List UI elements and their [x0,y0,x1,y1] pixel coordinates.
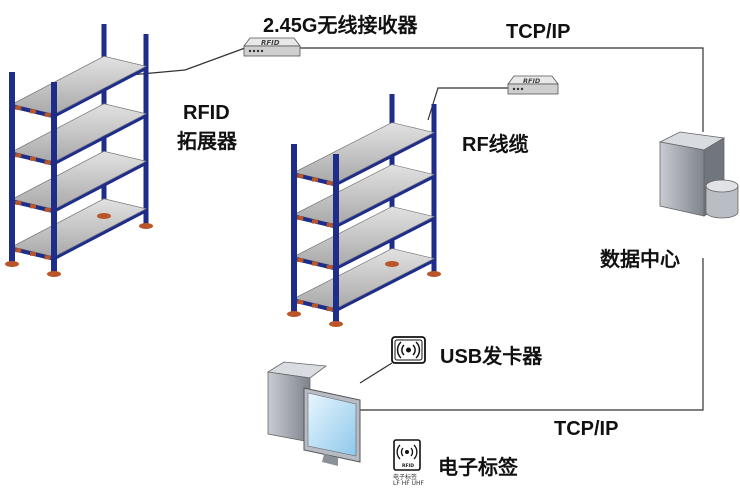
rack-clip [30,204,36,209]
data-center-server-icon [658,131,739,219]
wireless-receiver-device-2: RFID [507,75,559,95]
rack-clip [326,265,333,270]
rack-clip [15,153,22,158]
rack-clip [312,303,318,308]
rack-clip [44,255,51,260]
wireless-receiver-device: RFID [243,37,301,57]
rack-clip [30,156,36,161]
rack-clip [15,200,22,205]
rack-clip [326,223,333,228]
rack-clip [326,307,333,312]
receiver-badge-text: RFID [261,39,280,47]
receiver-2-badge-text: RFID [523,77,541,85]
rack-clip [297,216,304,221]
connection-lines [129,47,704,411]
rack-clip [297,258,304,263]
rack-beam-side [335,133,435,186]
rack-clip [44,207,51,212]
rack-clip [312,219,318,224]
label-extender: 拓展器 [177,131,237,153]
rack-clip [312,261,318,266]
rack-foot [329,321,343,327]
rack-clip [297,174,304,179]
rack-beam-side [53,66,147,118]
storage-rack-left [5,24,153,277]
rack-foot [47,271,61,277]
rack-shelf [11,55,147,115]
rack-foot [385,261,399,267]
rack-beam-side [53,161,147,213]
tag-caption-line2: LF HF UHF [393,480,424,487]
rack-clip [326,181,333,186]
usb-card-issuer-icon [391,336,426,364]
line-rf-cable [427,87,508,121]
rack-beam-side [335,175,435,228]
label-electronic-tag: 电子标签 [438,457,518,479]
rack-clip [44,160,51,165]
tag-caption-line1: 电子标签 [393,474,418,481]
label-usb-card-issuer: USB发卡器 [440,346,543,368]
rack-clip [297,300,304,305]
label-rfid: RFID [183,102,230,124]
label-wireless-receiver: 2.45G无线接收器 [263,15,418,37]
line-pc-to-datacenter [358,258,704,411]
rack-foot [287,311,301,317]
label-tcpip-bottom: TCP/IP [554,418,619,440]
label-tcpip-top: TCP/IP [506,21,571,43]
rack-beam-side [53,209,147,261]
line-receiver-to-datacenter [298,47,704,132]
rack-clip [15,248,22,253]
rack-beam-side [53,114,147,166]
rack-beam-side [335,259,435,312]
rack-beam-side [335,217,435,270]
label-rf-cable: RF线缆 [462,134,529,156]
label-data-center: 数据中心 [600,249,680,271]
rack-clip [15,105,22,110]
electronic-tag-icon: RFID [393,439,421,471]
rack-foot [97,213,111,219]
pc-computer-icon [266,361,361,466]
rack-clip [44,112,51,117]
tag-chip-text: RFID [402,463,414,469]
rack-foot [5,261,19,267]
storage-rack-middle [287,94,441,327]
rack-clip [30,109,36,114]
rack-foot [427,271,441,277]
rack-clip [312,177,318,182]
rack-clip [30,251,36,256]
line-usb-to-pc [359,362,393,384]
rack-foot [139,223,153,229]
